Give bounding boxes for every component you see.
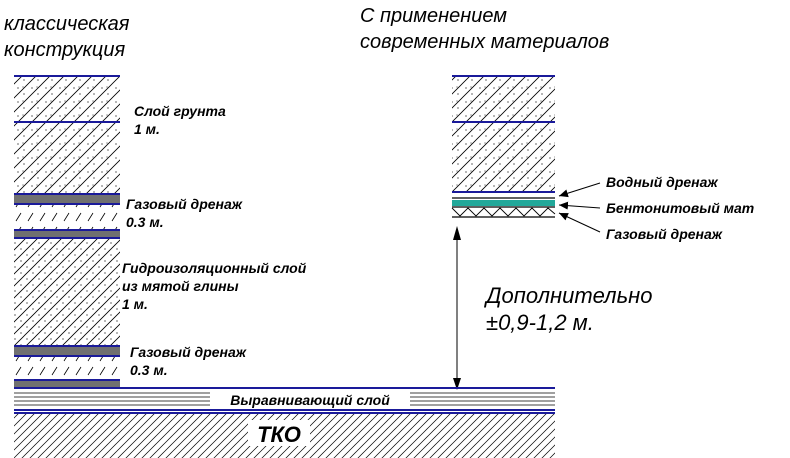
left-soil-layer — [14, 76, 120, 194]
left-gas-band-1 — [14, 194, 120, 204]
label-bentonite-mat: Бентонитовый мат — [606, 200, 754, 216]
label-clay-1: Гидроизоляционный слой — [122, 260, 307, 276]
left-gas-band-2b — [14, 380, 120, 388]
label-clay-2: из мятой глины — [122, 278, 239, 294]
right-heading-line2: современных материалов — [360, 31, 609, 53]
dimension-arrow-bottom — [453, 378, 461, 390]
dimension-arrow-top — [453, 226, 461, 240]
gas-drain-zigzag — [451, 207, 556, 217]
right-soil-layer — [452, 76, 555, 192]
label-clay-thickness: 1 м. — [122, 296, 148, 312]
left-gas-band-1b — [14, 230, 120, 238]
waste-label-bg — [248, 420, 310, 446]
leveling-label-bg — [210, 391, 410, 408]
left-heading-line1: классическая — [4, 13, 130, 35]
left-gas-drain-1 — [14, 204, 120, 230]
left-column — [14, 75, 120, 388]
left-gas-band-2 — [14, 346, 120, 356]
label-gas-drain-2: Газовый дренаж — [130, 344, 247, 360]
arrow-water-drain — [558, 182, 601, 198]
right-heading-line1: С применением — [360, 5, 507, 27]
additional-thickness: ±0,9-1,2 м. — [486, 310, 594, 335]
label-gas-drain-right: Газовый дренаж — [606, 226, 723, 242]
additional-label: Дополнительно — [483, 283, 652, 308]
left-heading-line2: конструкция — [4, 39, 125, 61]
left-gas-drain-2 — [14, 356, 120, 380]
bentonite-mat-layer — [452, 200, 555, 206]
label-water-drain: Водный дренаж — [606, 174, 718, 190]
label-gas-drain-1: Газовый дренаж — [126, 196, 243, 212]
left-clay-layer — [14, 238, 120, 346]
arrow-gas-drain — [558, 212, 601, 233]
label-soil-thickness: 1 м. — [134, 121, 160, 137]
label-waste: ТКО — [257, 422, 301, 447]
label-gas-drain-1-thickness: 0.3 м. — [126, 214, 164, 230]
leveling-layer: Выравнивающий слой — [14, 387, 555, 411]
arrow-bentonite — [558, 201, 601, 210]
label-leveling-layer: Выравнивающий слой — [230, 392, 390, 408]
waste-layer: ТКО — [14, 412, 555, 458]
label-soil: Слой грунта — [134, 103, 226, 119]
label-gas-drain-2-thickness: 0.3 м. — [130, 362, 168, 378]
right-column — [451, 75, 556, 218]
